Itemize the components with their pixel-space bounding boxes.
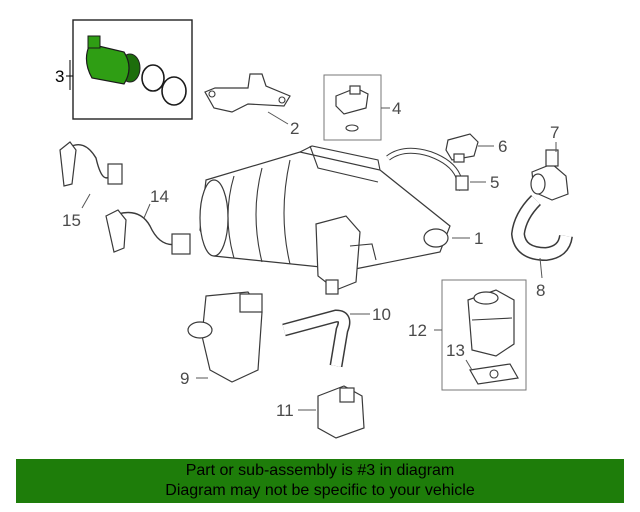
part-4-sensor[interactable] [335,85,369,132]
callout-10: 10 [372,305,391,324]
callout-4: 4 [392,99,401,118]
part-10-hose[interactable] [282,309,351,368]
part-9-valve[interactable] [187,291,263,383]
callout-2: 2 [290,119,299,138]
banner-line-2: Diagram may not be specific to your vehi… [165,482,475,499]
callout-5: 5 [490,173,499,192]
callout-15: 15 [62,211,81,230]
callout-6: 6 [498,137,507,156]
part-12-egr-valve[interactable] [467,289,515,357]
banner-line-1: Part or sub-assembly is #3 in diagram [185,462,455,479]
callout-7: 7 [550,123,559,142]
part-12-box [441,279,527,391]
part-1-canister[interactable] [199,145,451,295]
info-banner: Part or sub-assembly is #3 in diagram Di… [16,459,624,503]
part-11[interactable] [317,385,365,439]
part-5-hose[interactable] [386,147,469,191]
callout-1: 1 [474,229,483,248]
part-6[interactable] [445,133,479,163]
callout-12: 12 [408,321,427,340]
part-15-sensor[interactable] [59,141,123,187]
callout-9: 9 [180,369,189,388]
part-2-bracket[interactable] [204,73,291,113]
part-13-gasket[interactable] [469,363,519,385]
part-8-hose[interactable] [510,195,573,262]
part-14-sensor[interactable] [105,209,191,255]
part-7-valve[interactable] [530,149,569,201]
callout-11: 11 [276,401,294,420]
callout-8: 8 [536,281,545,300]
callout-3: 3 [55,67,64,86]
callout-13: 13 [446,341,465,360]
parts-diagram: 3 2 4 6 5 7 8 [55,19,573,439]
part-3-highlighted[interactable] [72,19,193,120]
callout-14: 14 [150,187,169,206]
